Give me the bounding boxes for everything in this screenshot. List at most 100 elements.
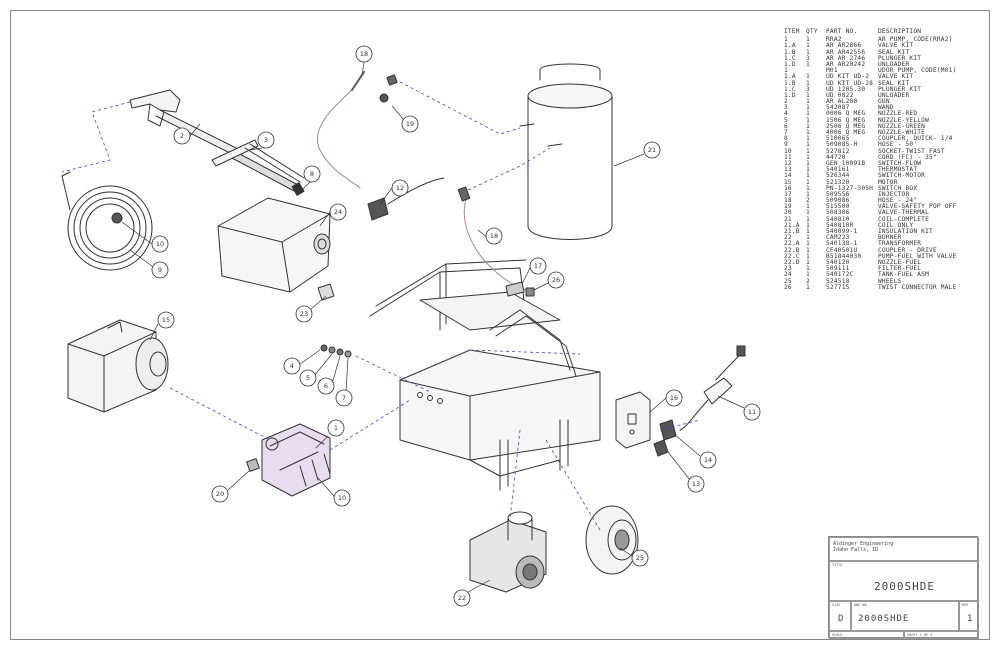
cord-part	[679, 345, 746, 431]
parts-cell-qty: 1	[806, 228, 810, 235]
size-cell: SIZE D	[829, 601, 851, 631]
parts-cell-qty: 3	[806, 85, 810, 93]
callout-leader	[361, 61, 365, 77]
callout-circle	[401, 115, 419, 133]
parts-cell-part-no: AR AR 2746	[826, 54, 866, 62]
parts-cell-description: HOSE - 50'	[878, 141, 918, 149]
parts-cell-part-no: RRA2	[826, 36, 842, 44]
callout-leader	[391, 105, 405, 121]
parts-list-row: 1.D 1 UD 0822 UNLOADER	[784, 91, 998, 99]
parts-cell-qty: 1	[806, 91, 810, 99]
callout-balloon: 25	[619, 547, 649, 567]
callout-balloon: 15	[149, 311, 175, 341]
parts-cell-part-no: 515500	[826, 203, 850, 211]
parts-cell-part-no: 509111	[826, 265, 850, 273]
parts-cell-description: THERMOSTAT	[878, 166, 918, 174]
callout-balloon: 10	[317, 477, 351, 507]
callout-leader	[379, 187, 393, 205]
parts-cell-item: 18	[784, 197, 792, 205]
parts-cell-description: WAND	[878, 104, 894, 112]
callout-leader	[345, 357, 349, 393]
parts-cell-description: UNLOADER	[878, 91, 910, 99]
parts-cell-description: WHEELS	[878, 277, 902, 285]
parts-cell-part-no: 527715	[826, 283, 850, 291]
parts-cell-part-no: M01	[826, 67, 838, 75]
parts-cell-description: FILTER-FUEL	[878, 265, 922, 273]
parts-cell-description: TRANSFORMER	[878, 240, 922, 248]
callout-label: 16	[670, 394, 678, 402]
callout-circle	[173, 127, 191, 145]
callout-balloon: 9	[129, 249, 169, 279]
parts-cell-description: PUMP-FUEL WITH VALVE	[878, 252, 957, 260]
callout-leader	[521, 267, 531, 285]
header-qty: QTY	[806, 28, 818, 35]
parts-cell-description: UDOR PUMP, CODE(M01)	[878, 67, 957, 75]
parts-cell-part-no: UD 0822	[826, 91, 854, 99]
parts-cell-part-no: 540099-1	[826, 228, 858, 235]
parts-cell-description: SEAL KIT	[878, 48, 910, 56]
callout-circle	[157, 311, 175, 329]
switch-box-part	[615, 391, 651, 449]
parts-cell-part-no: 510065	[826, 135, 850, 143]
parts-cell-part-no: CF40501U	[826, 246, 858, 254]
wand-part	[211, 139, 305, 183]
callout-label: 3	[264, 136, 268, 144]
parts-cell-part-no: UD KIT UD-2	[826, 73, 870, 81]
callout-label: 7	[342, 394, 346, 402]
parts-cell-description: COUPLER - DRIVE	[878, 246, 937, 254]
callout-label: 8	[310, 170, 314, 178]
callout-leader	[319, 211, 331, 227]
parts-cell-description: PLUNGER KIT	[878, 85, 922, 93]
parts-cell-item: 25	[784, 277, 792, 285]
parts-cell-qty: 1	[806, 166, 810, 174]
callout-circle	[631, 549, 649, 567]
parts-cell-qty: 1	[806, 135, 810, 143]
callout-label: 4	[290, 362, 294, 370]
parts-cell-item: 3	[784, 104, 788, 112]
parts-cell-description: VALVE KIT	[878, 42, 914, 50]
callout-label: 15	[162, 316, 170, 324]
pump-part	[261, 423, 331, 497]
callout-leader	[331, 355, 341, 385]
parts-cell-description: VALVE KIT	[878, 73, 914, 81]
callout-label: 18	[360, 50, 368, 58]
company-name: Aldinger Engineering	[833, 541, 894, 547]
parts-cell-description: INSULATION KIT	[878, 228, 933, 235]
parts-cell-description: NOZZLE-GREEN	[878, 122, 926, 130]
rev-cell: REV 1	[959, 601, 979, 631]
parts-cell-part-no: CAM223	[826, 234, 850, 242]
parts-cell-qty: 1	[806, 110, 810, 118]
parts-cell-item: 13	[784, 166, 792, 174]
callout-label: 11	[748, 408, 756, 416]
parts-cell-qty: 1	[806, 116, 810, 124]
motor-part	[67, 319, 169, 413]
parts-cell-item: 1.D	[784, 60, 796, 68]
parts-cell-description: GUN	[878, 98, 890, 106]
callout-leader	[315, 435, 329, 449]
parts-cell-part-no: 1506 Q MEG	[826, 116, 866, 124]
callout-circle	[333, 489, 351, 507]
parts-cell-item: 8	[784, 135, 788, 143]
parts-cell-item: 19	[784, 203, 792, 211]
callout-label: 22	[458, 594, 466, 602]
title-block: Aldinger Engineering Idaho Falls, ID TIT…	[828, 536, 979, 639]
parts-cell-qty: 1	[806, 271, 810, 279]
callout-balloon: 26	[533, 271, 565, 291]
parts-cell-qty: 1	[806, 184, 810, 192]
callout-circle	[151, 261, 169, 279]
parts-cell-item: 1.D	[784, 91, 796, 99]
callout-leader	[667, 451, 691, 481]
callout-leader	[313, 353, 333, 377]
parts-cell-qty: 1	[806, 258, 810, 266]
callout-circle	[485, 227, 503, 245]
parts-cell-part-no: GEN 10091B	[826, 159, 866, 167]
parts-cell-item: 1.A	[784, 42, 796, 50]
